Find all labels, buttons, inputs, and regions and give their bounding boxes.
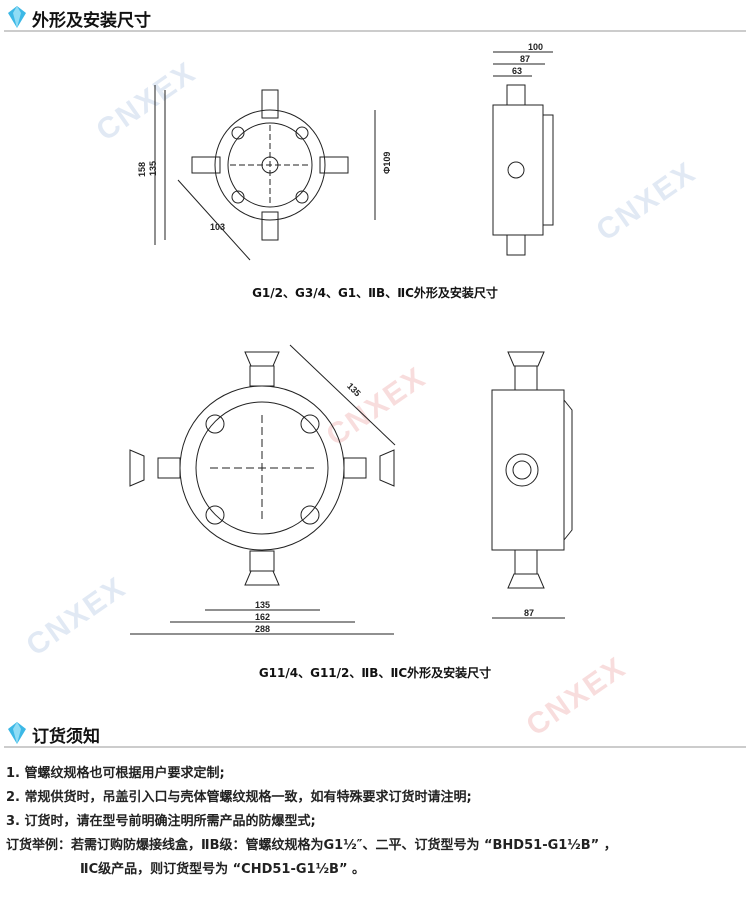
note-item: ⅡC级产品，则订货型号为 “CHD51-G1½B” 。 <box>80 862 366 877</box>
diamond-icon <box>8 722 26 744</box>
dim-diag-135: 135 <box>345 381 363 399</box>
section-title: 订货须知 <box>32 727 100 747</box>
section-header-ordering: 订货须知 <box>0 716 750 750</box>
note-item: 3. 订货时，请在型号前明确注明所需产品的防爆型式; <box>6 814 316 829</box>
note-item: 订货举例：若需订购防爆接线盒，ⅡB级：管螺纹规格为G1½″、二平、订货型号为 “… <box>6 838 617 853</box>
dim-87: 87 <box>520 54 530 64</box>
dim-63: 63 <box>512 66 522 76</box>
front-view-small <box>154 85 376 261</box>
dim-103: 103 <box>210 222 225 232</box>
ordering-notes: 1. 管螺纹规格也可根据用户要求定制; 2. 常规供货时，吊盖引入口与壳体管螺纹… <box>6 762 617 882</box>
dim-100: 100 <box>528 42 543 52</box>
side-view-large <box>491 351 573 619</box>
dim-158: 158 <box>137 162 147 177</box>
diamond-icon <box>8 6 26 28</box>
technical-drawings: 158 135 103 Φ109 100 87 63 135 135 162 2… <box>129 42 573 635</box>
section-header-dimensions: 外形及安装尺寸 <box>0 0 750 34</box>
front-view-large <box>129 344 396 635</box>
dim-phi109: Φ109 <box>382 152 392 174</box>
drawing1-caption: G1/2、G3/4、G1、ⅡB、ⅡC外形及安装尺寸 <box>252 286 498 300</box>
section-title: 外形及安装尺寸 <box>32 11 151 31</box>
dim-162: 162 <box>255 612 270 622</box>
dim-135-bottom: 135 <box>255 600 270 610</box>
side-view-small <box>492 51 554 256</box>
divider <box>4 30 746 32</box>
dim-288: 288 <box>255 624 270 634</box>
note-item: 2. 常规供货时，吊盖引入口与壳体管螺纹规格一致，如有特殊要求订货时请注明; <box>6 790 472 805</box>
note-item: 1. 管螺纹规格也可根据用户要求定制; <box>6 766 225 781</box>
dim-135: 135 <box>148 161 158 176</box>
drawing2-caption: G11/4、G11/2、ⅡB、ⅡC外形及安装尺寸 <box>258 666 492 680</box>
dim-87-side: 87 <box>524 608 534 618</box>
divider <box>4 746 746 748</box>
